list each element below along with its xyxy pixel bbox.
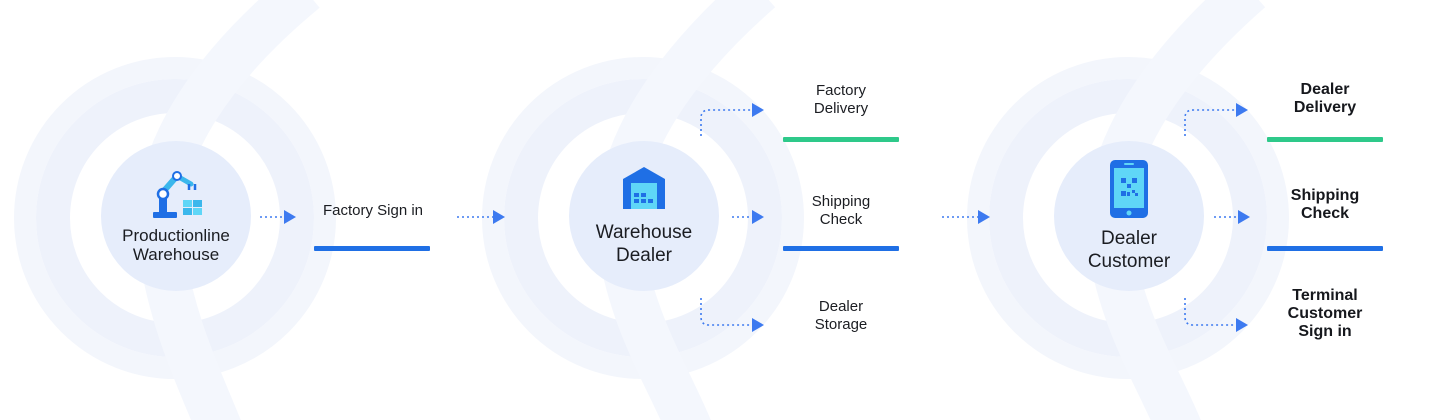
arrow-branch-down-2 bbox=[1184, 298, 1248, 332]
step-bar-factory-sign-in bbox=[314, 246, 430, 251]
node-productionline-warehouse: Productionline Warehouse bbox=[101, 141, 251, 291]
step-label: Shipping Check bbox=[811, 193, 871, 228]
step-label: Terminal Customer Sign in bbox=[1287, 287, 1363, 340]
step-bar-factory-delivery bbox=[783, 137, 899, 142]
arrow-branch-up-2 bbox=[1184, 103, 1248, 136]
step-bar-shipping-check-1 bbox=[783, 246, 899, 251]
arrow-branch-up-1 bbox=[700, 103, 764, 136]
step-dealer-storage: Dealer Storage bbox=[783, 298, 899, 334]
node-dealer-customer: Dealer Customer bbox=[1054, 141, 1204, 291]
step-label: Factory Sign in bbox=[322, 202, 424, 219]
node-warehouse-dealer: Warehouse Dealer bbox=[569, 141, 719, 291]
node-label-dealer: Dealer Customer bbox=[1087, 228, 1171, 272]
step-bar-shipping-check-2 bbox=[1267, 246, 1383, 251]
step-terminal-customer-sign-in: Terminal Customer Sign in bbox=[1267, 287, 1383, 341]
step-label: Shipping Check bbox=[1290, 187, 1360, 222]
step-shipping-check-1: Shipping Check bbox=[783, 193, 899, 229]
warehouse-icon bbox=[623, 167, 665, 209]
arrow-5 bbox=[1214, 210, 1250, 224]
robot-arm-icon bbox=[153, 171, 202, 218]
arrow-1 bbox=[260, 210, 296, 224]
arrow-4 bbox=[942, 210, 990, 224]
arrow-branch-down-1 bbox=[700, 298, 764, 332]
arrow-3 bbox=[732, 210, 764, 224]
step-bar-dealer-delivery bbox=[1267, 137, 1383, 142]
step-factory-sign-in: Factory Sign in bbox=[314, 202, 432, 220]
smartphone-qr-icon bbox=[1110, 160, 1148, 218]
step-shipping-check-2: Shipping Check bbox=[1267, 187, 1383, 223]
step-dealer-delivery: Dealer Delivery bbox=[1267, 81, 1383, 117]
arrow-2 bbox=[457, 210, 505, 224]
node-label-production: Productionline Warehouse bbox=[122, 226, 230, 264]
step-factory-delivery: Factory Delivery bbox=[783, 82, 899, 118]
step-label: Dealer Delivery bbox=[1293, 81, 1357, 116]
step-label: Dealer Storage bbox=[814, 298, 868, 333]
step-label: Factory Delivery bbox=[813, 82, 869, 117]
node-label-warehouse: Warehouse Dealer bbox=[595, 222, 693, 266]
